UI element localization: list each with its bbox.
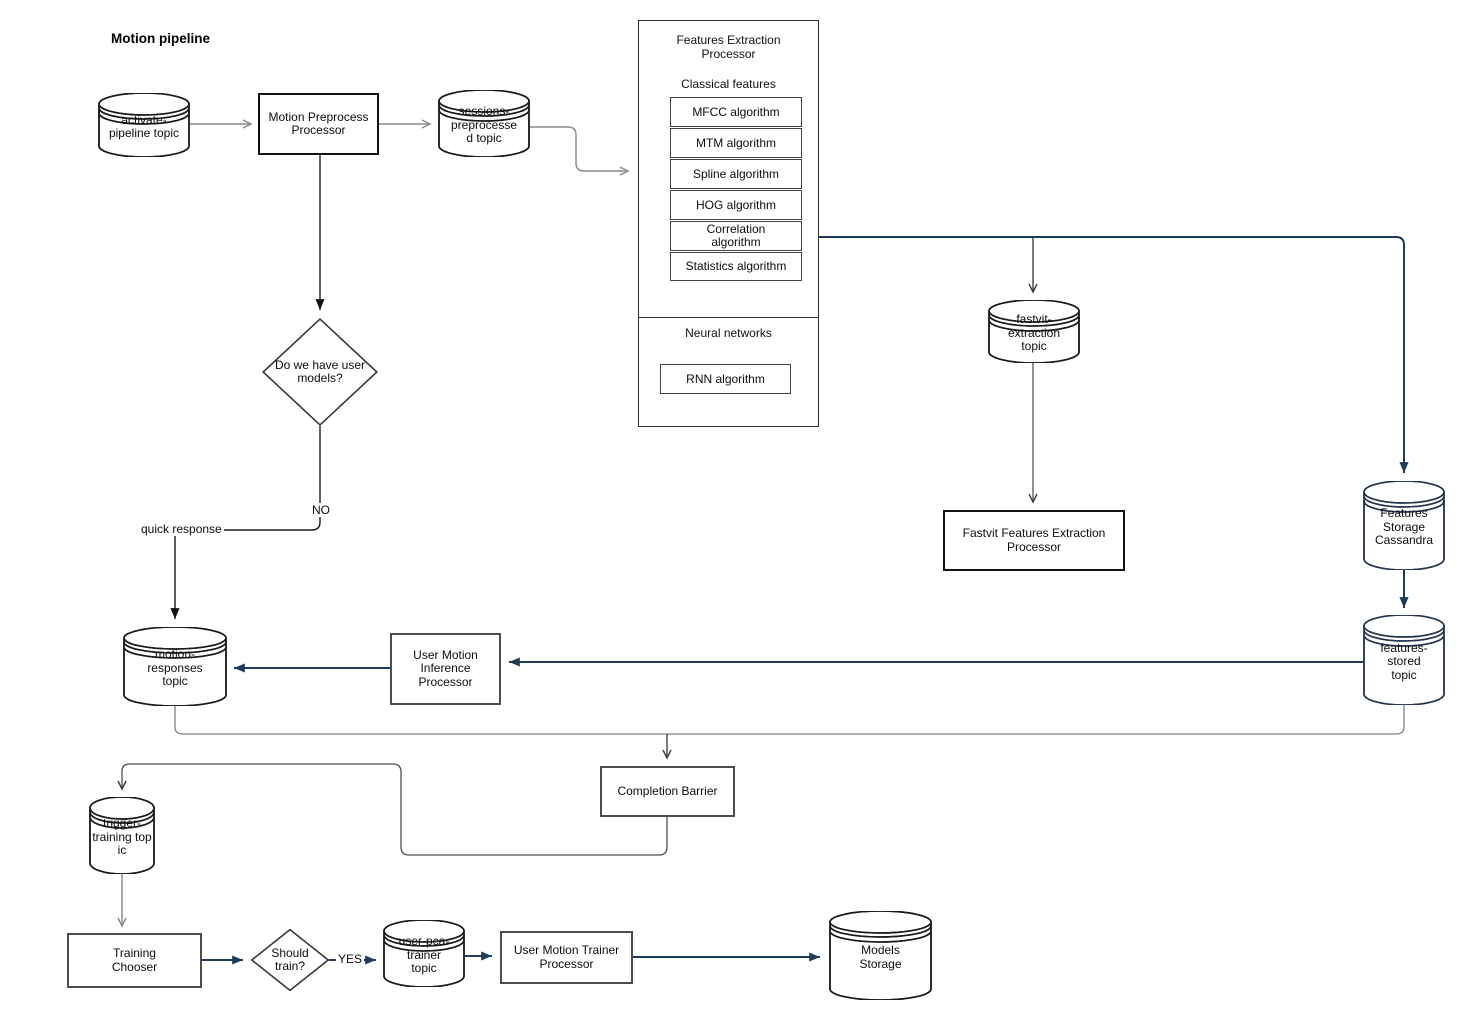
node-models-storage: Models Storage <box>829 911 932 1000</box>
node-label: user-pca- trainer topic <box>398 934 450 976</box>
node-label: Completion Barrier <box>617 783 718 798</box>
node-label: Statistics algorithm <box>685 259 787 274</box>
cylinder-shape <box>383 920 465 987</box>
section-divider <box>639 317 818 318</box>
node-spline-algorithm: Spline algorithm <box>670 159 802 189</box>
features-extraction-title: Features Extraction Processor <box>676 33 781 61</box>
node-label: User Motion Trainer Processor <box>513 943 620 971</box>
node-label: MTM algorithm <box>695 135 776 150</box>
node-rnn-algorithm: RNN algorithm <box>660 364 791 394</box>
node-training-chooser: Training Chooser <box>67 933 202 988</box>
node-features-extraction-processor: Features Extraction Processor Classical … <box>638 20 819 427</box>
cylinder-shape <box>98 93 190 157</box>
node-motion-preprocess-processor: Motion Preprocess Processor <box>258 93 379 155</box>
node-label: Fastvit Features Extraction Processor <box>962 526 1106 554</box>
diamond-shape <box>251 929 329 991</box>
node-user-motion-inference-processor: User Motion Inference Processor <box>390 633 501 705</box>
cylinder-shape <box>89 797 155 874</box>
node-hog-algorithm: HOG algorithm <box>670 190 802 220</box>
node-label: Training Chooser <box>111 946 158 974</box>
node-trigger-training-topic: trigger- training top ic <box>89 797 155 874</box>
node-fastvit-features-extraction-processor: Fastvit Features Extraction Processor <box>943 510 1125 571</box>
node-motion-responses-topic: motion- responses topic <box>123 627 227 706</box>
cylinder-shape <box>123 627 227 706</box>
node-correlation-algorithm: Correlation algorithm <box>670 221 802 251</box>
node-label: Should train? <box>271 945 309 973</box>
edge-label-quick-response: quick response <box>139 522 224 536</box>
node-user-motion-trainer-processor: User Motion Trainer Processor <box>500 931 633 984</box>
node-mfcc-algorithm: MFCC algorithm <box>670 97 802 127</box>
cylinder-shape <box>1363 481 1445 570</box>
node-label: trigger- training top ic <box>92 816 152 858</box>
node-activate-pipeline-topic: activate- pipeline topic <box>98 93 190 157</box>
diagram-title: Motion pipeline <box>111 31 210 46</box>
cylinder-shape <box>438 90 530 157</box>
neural-networks-section-label: Neural networks <box>685 326 772 340</box>
node-label: features- stored topic <box>1380 640 1428 682</box>
edge-completion-barrier-to-trigger-training <box>117 763 668 856</box>
node-label: Do we have user models? <box>274 357 366 385</box>
node-label: Features Storage Cassandra <box>1374 506 1434 548</box>
cylinder-shape <box>988 300 1080 363</box>
node-label: sessions- preprocesse d topic <box>450 104 518 146</box>
edge-sessions-topic-to-features-extraction <box>530 126 630 176</box>
cylinder-shape <box>829 911 932 1000</box>
node-label: Correlation algorithm <box>706 222 766 249</box>
node-label: HOG algorithm <box>695 197 777 212</box>
node-fastvit-extraction-topic: fastvit- extraction topic <box>988 300 1080 363</box>
node-features-storage-cassandra: Features Storage Cassandra <box>1363 481 1445 570</box>
node-label: User Motion Inference Processor <box>413 647 478 689</box>
edge-features-extraction-to-cassandra <box>819 236 1409 473</box>
node-mtm-algorithm: MTM algorithm <box>670 128 802 158</box>
node-label: fastvit- extraction topic <box>1007 312 1061 354</box>
node-label: Spline algorithm <box>692 166 780 181</box>
node-statistics-algorithm: Statistics algorithm <box>670 252 802 281</box>
node-should-train-decision: Should train? <box>251 929 329 991</box>
node-label: Motion Preprocess Processor <box>268 109 369 137</box>
node-label: MFCC algorithm <box>692 104 780 119</box>
cylinder-shape <box>1363 615 1445 705</box>
node-label: motion- responses topic <box>147 647 203 689</box>
edge-label-no: NO <box>310 503 332 517</box>
node-label: Models Storage <box>859 943 902 971</box>
edge-label-yes: YES <box>336 952 365 966</box>
node-sessions-preprocessed-topic: sessions- preprocesse d topic <box>438 90 530 157</box>
node-user-models-decision: Do we have user models? <box>262 318 378 426</box>
node-user-pca-trainer-topic: user-pca- trainer topic <box>383 920 465 987</box>
node-label: RNN algorithm <box>686 371 765 386</box>
node-label: activate- pipeline topic <box>108 112 180 140</box>
node-completion-barrier: Completion Barrier <box>600 766 735 817</box>
diamond-shape <box>262 318 378 426</box>
node-features-stored-topic: features- stored topic <box>1363 615 1445 705</box>
edge-trunk-to-completion-barrier <box>174 705 1405 735</box>
classical-features-section-label: Classical features <box>681 77 776 91</box>
